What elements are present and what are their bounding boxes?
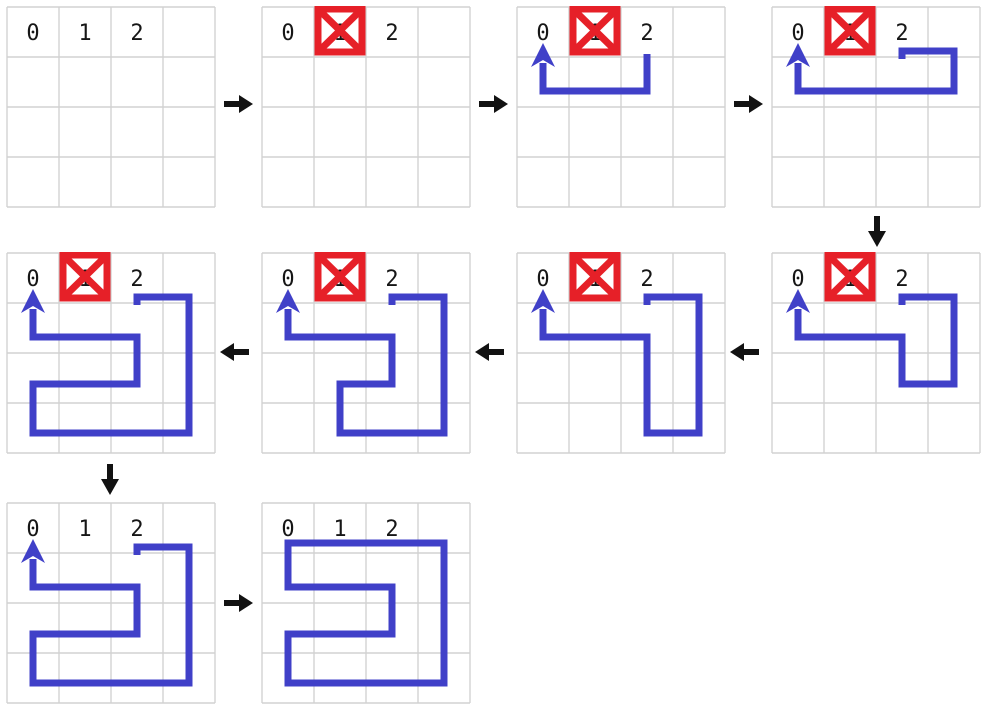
cell-label: 2 — [895, 267, 908, 292]
arrow-head — [868, 231, 886, 247]
route-arrowhead-icon — [531, 43, 555, 67]
grid-svg: 0 1 2 — [6, 502, 216, 704]
arrow-head — [730, 343, 744, 361]
flow-arrow-right-icon — [732, 93, 764, 115]
flow-arrow-down-icon — [866, 214, 888, 248]
arrow-head — [239, 594, 253, 612]
route-arrowhead-icon — [21, 289, 45, 313]
cell-label: 1 — [78, 517, 91, 542]
route-path — [539, 293, 703, 437]
flow-arrow-down-icon — [99, 462, 121, 496]
flow-arrow-down-svg — [101, 464, 119, 495]
flow-arrow-left-svg — [475, 343, 504, 361]
flow-arrow-right-icon — [222, 93, 254, 115]
grid-step-9: 0 1 2 — [6, 502, 216, 704]
flow-arrow-left-icon — [219, 341, 251, 363]
cell-label: 2 — [640, 267, 653, 292]
cell-label: 2 — [385, 267, 398, 292]
route-path — [284, 539, 448, 687]
route-path — [29, 543, 193, 687]
flow-arrow-right-icon — [222, 592, 254, 614]
cell-label: 2 — [640, 21, 653, 46]
route-arrowhead-icon — [21, 539, 45, 563]
route-path — [794, 293, 958, 388]
cell-label: 1 — [333, 517, 346, 542]
cell-label: 0 — [26, 21, 39, 46]
route-path — [29, 293, 193, 437]
flow-arrow-left-icon — [474, 341, 506, 363]
blocked-cell-x-icon — [314, 6, 366, 56]
flow-arrow-right-svg — [479, 95, 508, 113]
cell-label: 2 — [130, 267, 143, 292]
arrow-head — [239, 95, 253, 113]
blocked-cell-x-icon — [824, 252, 876, 302]
route-arrowhead-icon — [786, 289, 810, 313]
blocked-cell-x-icon — [314, 252, 366, 302]
cell-label: 0 — [281, 267, 294, 292]
cell-label: 2 — [895, 21, 908, 46]
flow-arrow-right-svg — [224, 95, 253, 113]
cell-label: 2 — [385, 21, 398, 46]
blocked-cell-x-icon — [569, 6, 621, 56]
flow-arrow-left-icon — [729, 341, 761, 363]
route-path — [539, 54, 651, 95]
route-path — [794, 47, 958, 95]
grid-svg: 0 1 2 — [261, 502, 471, 704]
blocked-cell-x-icon — [824, 6, 876, 56]
cell-label: 0 — [281, 517, 294, 542]
arrow-head — [101, 479, 119, 495]
cell-label: 0 — [536, 21, 549, 46]
cell-label: 0 — [791, 21, 804, 46]
flow-arrow-left-svg — [220, 343, 249, 361]
grid-svg: 0 1 2 — [6, 6, 216, 208]
cell-label: 2 — [130, 517, 143, 542]
flow-arrow-left-svg — [730, 343, 759, 361]
route-arrowhead-icon — [531, 289, 555, 313]
arrow-head — [220, 343, 234, 361]
route-arrowhead-icon — [786, 43, 810, 67]
cell-label: 2 — [385, 517, 398, 542]
grid-step-10: 0 1 2 — [261, 502, 471, 704]
blocked-cell-x-icon — [59, 252, 111, 302]
cell-label: 2 — [130, 21, 143, 46]
cell-label: 0 — [536, 267, 549, 292]
flow-arrow-down-svg — [868, 216, 886, 247]
arrow-head — [749, 95, 763, 113]
blocked-cell-x-icon — [569, 252, 621, 302]
route-path — [284, 293, 448, 437]
arrow-head — [494, 95, 508, 113]
cell-label: 0 — [26, 267, 39, 292]
flow-arrow-right-svg — [734, 95, 763, 113]
flow-arrow-right-icon — [477, 93, 509, 115]
cell-label: 0 — [791, 267, 804, 292]
grid-step-1: 0 1 2 — [6, 6, 216, 208]
cell-label: 0 — [26, 517, 39, 542]
flow-arrow-right-svg — [224, 594, 253, 612]
arrow-head — [475, 343, 489, 361]
cell-label: 1 — [78, 21, 91, 46]
cell-label: 0 — [281, 21, 294, 46]
route-arrowhead-icon — [276, 289, 300, 313]
